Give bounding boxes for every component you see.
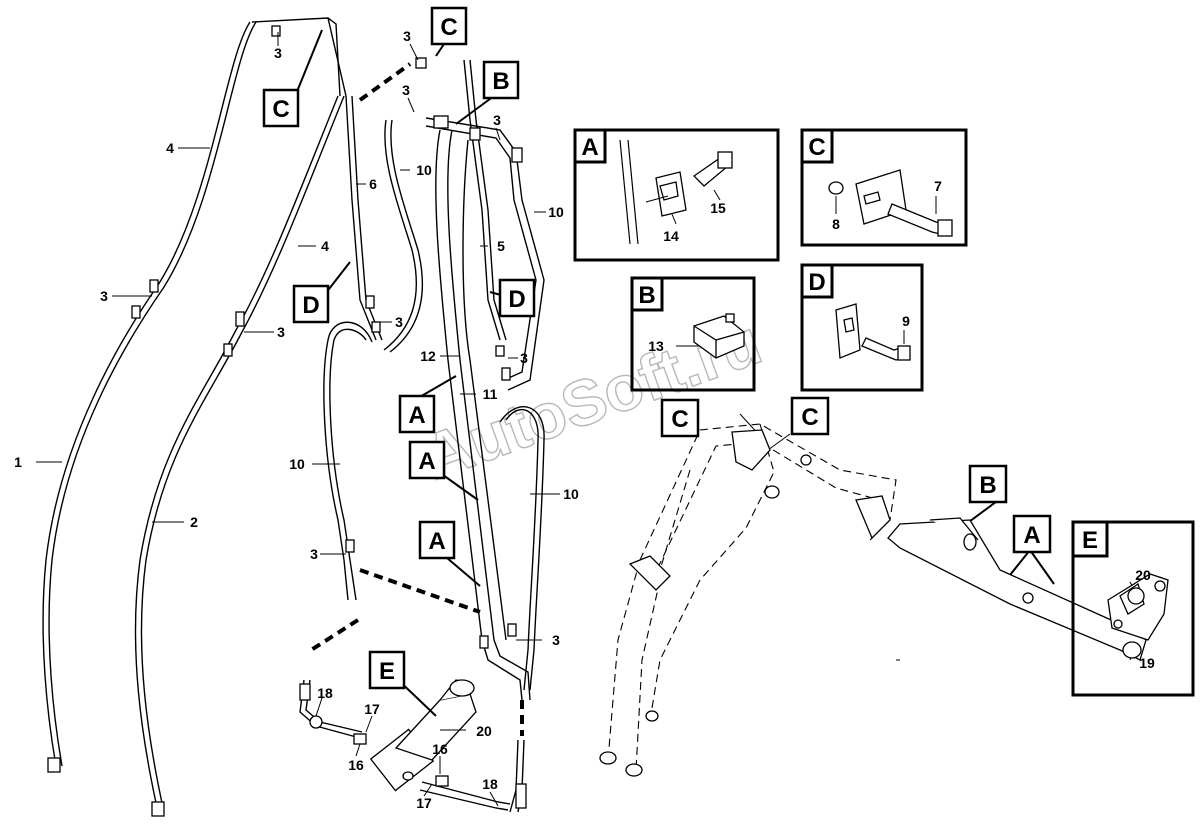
callout-18: 18 <box>482 776 498 792</box>
tube-12 <box>435 129 483 641</box>
callout-20-detail-e: 20 <box>1135 567 1151 583</box>
callout-2: 2 <box>190 514 198 530</box>
callout-17: 17 <box>364 701 380 717</box>
ref-d-2: D <box>508 286 525 313</box>
callout-4: 4 <box>166 140 174 156</box>
ref-b-1: B <box>492 68 509 95</box>
reference-arrows <box>295 29 1055 717</box>
callout-8: 8 <box>832 216 840 232</box>
hose-5 <box>463 59 501 341</box>
callout-16: 16 <box>432 741 448 757</box>
hose-2 <box>134 95 339 813</box>
ref-c-2: C <box>440 14 457 41</box>
callout-3: 3 <box>395 314 403 330</box>
callout-10: 10 <box>548 204 564 220</box>
reference-letter-boxes: C C B D D A A A E C C B A <box>262 6 1052 690</box>
callout-3: 3 <box>520 350 528 366</box>
callout-3: 3 <box>100 288 108 304</box>
fitting <box>271 25 281 37</box>
ref-d-1: D <box>302 292 319 319</box>
detail-b-label: B <box>638 282 655 309</box>
callout-7: 7 <box>934 178 942 194</box>
detail-box-d: D 9 <box>800 263 924 392</box>
callout-10: 10 <box>289 456 305 472</box>
hose-10-middle <box>383 119 418 351</box>
detail-box-b: B 13 <box>630 276 756 392</box>
callout-3: 3 <box>310 546 318 562</box>
callout-6: 6 <box>369 176 377 192</box>
callout-14: 14 <box>663 228 679 244</box>
callout-19: 19 <box>1139 655 1155 671</box>
hose-1 <box>42 21 251 767</box>
detail-box-a: A 14 15 <box>573 128 780 262</box>
callout-3: 3 <box>274 45 282 61</box>
callout-3: 3 <box>493 112 501 128</box>
callout-11: 11 <box>483 386 498 402</box>
callout-10: 10 <box>563 486 579 502</box>
detail-box-c: C 8 7 <box>800 128 968 247</box>
detail-e-label: E <box>1082 527 1098 554</box>
dashed-connection <box>358 62 412 102</box>
ref-a-1: A <box>408 402 425 429</box>
callout-10: 10 <box>416 162 432 178</box>
detail-box-e: E 20 19 <box>1071 520 1195 697</box>
hose-assembly-group <box>42 17 545 817</box>
ref-c-4: C <box>801 404 818 431</box>
boom-assembly <box>599 423 1147 777</box>
callout-13: 13 <box>648 338 664 354</box>
ref-b-2: B <box>979 472 996 499</box>
callout-3: 3 <box>552 632 560 648</box>
ref-c-3: C <box>671 406 688 433</box>
hose-10-left-loop <box>329 328 367 561</box>
ref-a-2: A <box>418 448 435 475</box>
hydraulic-cylinder-20 <box>309 679 477 792</box>
detail-d-label: D <box>808 269 825 296</box>
callout-3: 3 <box>403 28 411 44</box>
hose-10-right-loop <box>505 408 539 691</box>
part-number-callouts: 3 4 3 3 4 1 2 6 10 3 3 3 5 10 3 12 11 3 … <box>14 28 579 811</box>
callout-3: 3 <box>277 324 285 340</box>
fitting-16 <box>353 733 367 745</box>
ref-a-4: A <box>1023 522 1040 549</box>
callout-3: 3 <box>402 82 410 98</box>
callout-16: 16 <box>348 757 364 773</box>
callout-20: 20 <box>476 723 492 739</box>
callout-12: 12 <box>420 348 436 364</box>
callout-5: 5 <box>497 238 505 254</box>
callout-4: 4 <box>321 238 329 254</box>
callout-15: 15 <box>710 200 726 216</box>
callout-17: 17 <box>416 795 432 811</box>
callout-1: 1 <box>14 454 22 470</box>
detail-c-label: C <box>808 134 825 161</box>
detail-a-label: A <box>581 134 598 161</box>
callout-18: 18 <box>317 685 333 701</box>
ref-c-1: C <box>272 96 289 123</box>
ref-a-3: A <box>428 528 445 555</box>
tube-11 <box>447 129 495 641</box>
callout-9: 9 <box>902 313 910 329</box>
ref-e-1: E <box>379 658 395 685</box>
hose-6 <box>345 95 377 341</box>
